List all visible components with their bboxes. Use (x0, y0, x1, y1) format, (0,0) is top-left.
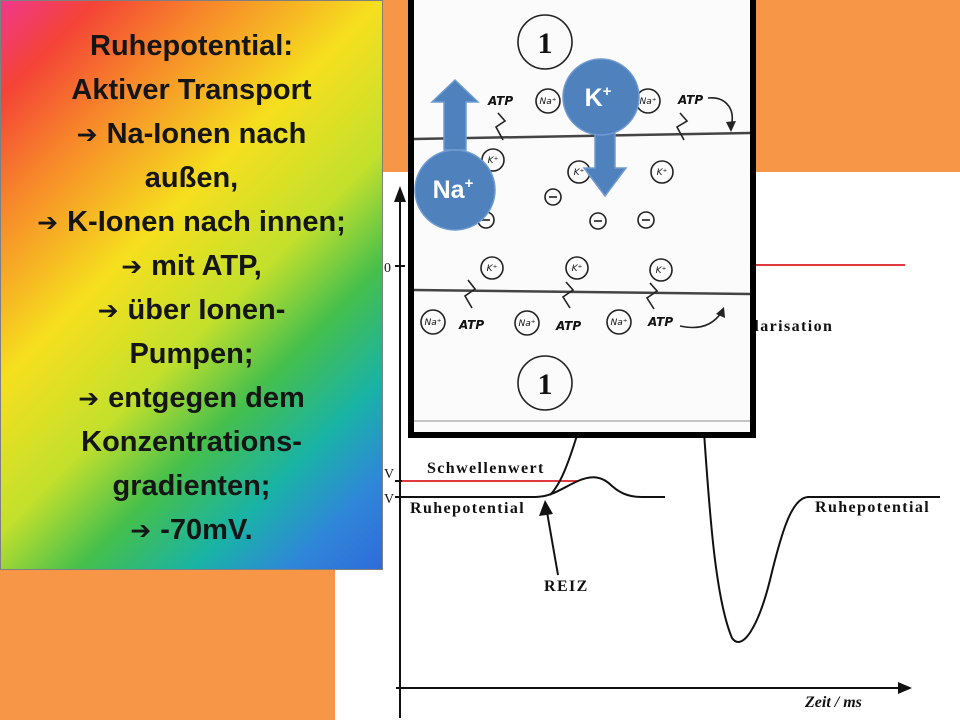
bullet-potassium-inward: ➔ K-Ionen nach innen; (1, 200, 382, 244)
membrane-bottom-line (413, 288, 751, 296)
bullet-text: mit ATP, (151, 250, 262, 282)
stimulus-arrowhead (539, 500, 553, 516)
potential-curve-falling-phase (703, 431, 940, 643)
arrow-right-icon: ➔ (121, 252, 143, 281)
compartment-number-top: 1 (538, 27, 553, 60)
curved-arrowhead (726, 121, 736, 132)
lightning-symbol (561, 281, 575, 309)
potassium-ion-label: K⁺ (488, 156, 499, 166)
arrow-right-icon: ➔ (97, 296, 119, 325)
sodium-ion-label: Na⁺ (519, 319, 536, 329)
sodium-outward-arrow-icon (430, 78, 480, 151)
stimulus-label: REIZ (544, 578, 589, 595)
anion-symbol (589, 212, 607, 230)
resting-label-left: Ruhepotential (410, 500, 525, 517)
sodium-ion-circle (606, 309, 632, 335)
bullet-text: Na-Ionen nach (106, 118, 307, 150)
curved-arrowhead (716, 307, 725, 318)
arrow-right-icon: ➔ (78, 384, 100, 413)
compartment-number-bottom: 1 (538, 368, 553, 401)
sodium-ion-circle (535, 88, 561, 114)
potassium-ion-circle (480, 256, 504, 280)
potassium-ion-label: K⁺ (657, 168, 668, 178)
sodium-ion-circle (420, 309, 446, 335)
sodium-ion-label: Na⁺ (540, 97, 557, 107)
membrane-figure: 1 1 ATP Na⁺ Na⁺ ATP K⁺ K⁺ K⁺ K⁺ K⁺ K⁺ Na… (408, 0, 756, 438)
sodium-ion-label: Na⁺ (425, 318, 442, 328)
figure-frame (408, 0, 756, 438)
subtitle-line: Aktiver Transport (71, 74, 312, 106)
arrow-right-icon: ➔ (37, 208, 59, 237)
bullet-text: K-Ionen nach innen; (67, 206, 346, 238)
bullet-continuation: außen, (144, 162, 239, 194)
potassium-ion-label: K⁺ (656, 266, 667, 276)
lightning-symbol (645, 282, 659, 310)
bullet-continuation: Pumpen; (129, 338, 254, 370)
bullet-text: -70mV. (160, 514, 253, 546)
anion-symbol (637, 211, 655, 229)
y-axis-unit-resting: V (384, 492, 394, 507)
resting-label-right: Ruhepotential (815, 499, 930, 516)
compartment-number-circle-bottom (517, 355, 573, 411)
bullet-ion-pumps: ➔ über Ionen- (1, 288, 382, 332)
atp-label: ATP (487, 94, 513, 108)
atp-label: ATP (458, 318, 484, 332)
bullet-text: entgegen dem (108, 382, 305, 414)
depolarisation-label: olarisation (745, 318, 833, 335)
x-axis-arrowhead (898, 682, 912, 694)
curved-arrow (679, 312, 722, 329)
y-axis-zero-label: 0 (384, 261, 391, 276)
summary-text-box: Ruhepotential: Aktiver Transport ➔ Na-Ion… (0, 0, 383, 570)
bullet-sodium-outward: ➔ Na-Ionen nach (1, 112, 382, 156)
x-axis-label: Zeit / ms (804, 694, 862, 711)
atp-label: ATP (555, 319, 581, 333)
potassium-ion-label: K⁺ (487, 264, 498, 274)
potassium-ion-marker-label: K+ (585, 83, 612, 112)
atp-label: ATP (647, 315, 673, 329)
compartment-number-circle-top (517, 14, 573, 70)
bullet-continuation: gradienten; (112, 470, 271, 502)
potassium-ion-circle (650, 160, 674, 184)
arrow-right-icon: ➔ (130, 516, 152, 545)
bullet-against-gradient: ➔ entgegen dem (1, 376, 382, 420)
arrow-right-icon: ➔ (76, 120, 98, 149)
lightning-symbol (494, 112, 507, 141)
bullet-with-atp: ➔ mit ATP, (1, 244, 382, 288)
potassium-ion-marker (562, 58, 640, 136)
bullet-text: über Ionen- (127, 294, 286, 326)
potential-curve-rising-phase (549, 431, 579, 496)
atp-label: ATP (677, 93, 703, 107)
bullet-continuation: Konzentrations- (81, 426, 302, 458)
sodium-ion-marker-label: Na+ (433, 175, 474, 204)
sodium-ion-label: Na⁺ (611, 318, 628, 328)
y-axis-arrowhead (394, 186, 406, 202)
potassium-inward-arrow-icon (582, 127, 628, 198)
membrane-top-line (413, 131, 751, 141)
y-axis-unit-threshold: V (384, 467, 394, 482)
potassium-ion-circle (649, 258, 673, 282)
potassium-ion-label: K⁺ (572, 264, 583, 274)
potassium-ion-label: K⁺ (574, 168, 585, 178)
sodium-ion-circle (514, 310, 540, 336)
sodium-ion-label: Na⁺ (640, 97, 657, 107)
lightning-symbol (675, 112, 689, 141)
threshold-label: Schwellenwert (427, 460, 545, 477)
sodium-ion-marker (414, 149, 496, 231)
stimulus-arrow (546, 511, 559, 576)
title-line: Ruhepotential: (90, 30, 293, 62)
potassium-ion-circle (565, 256, 589, 280)
potential-curve-resting-and-bump (402, 476, 665, 498)
bullet-voltage: ➔ -70mV. (1, 508, 382, 552)
anion-symbol (544, 188, 562, 206)
lightning-symbol (463, 279, 477, 309)
